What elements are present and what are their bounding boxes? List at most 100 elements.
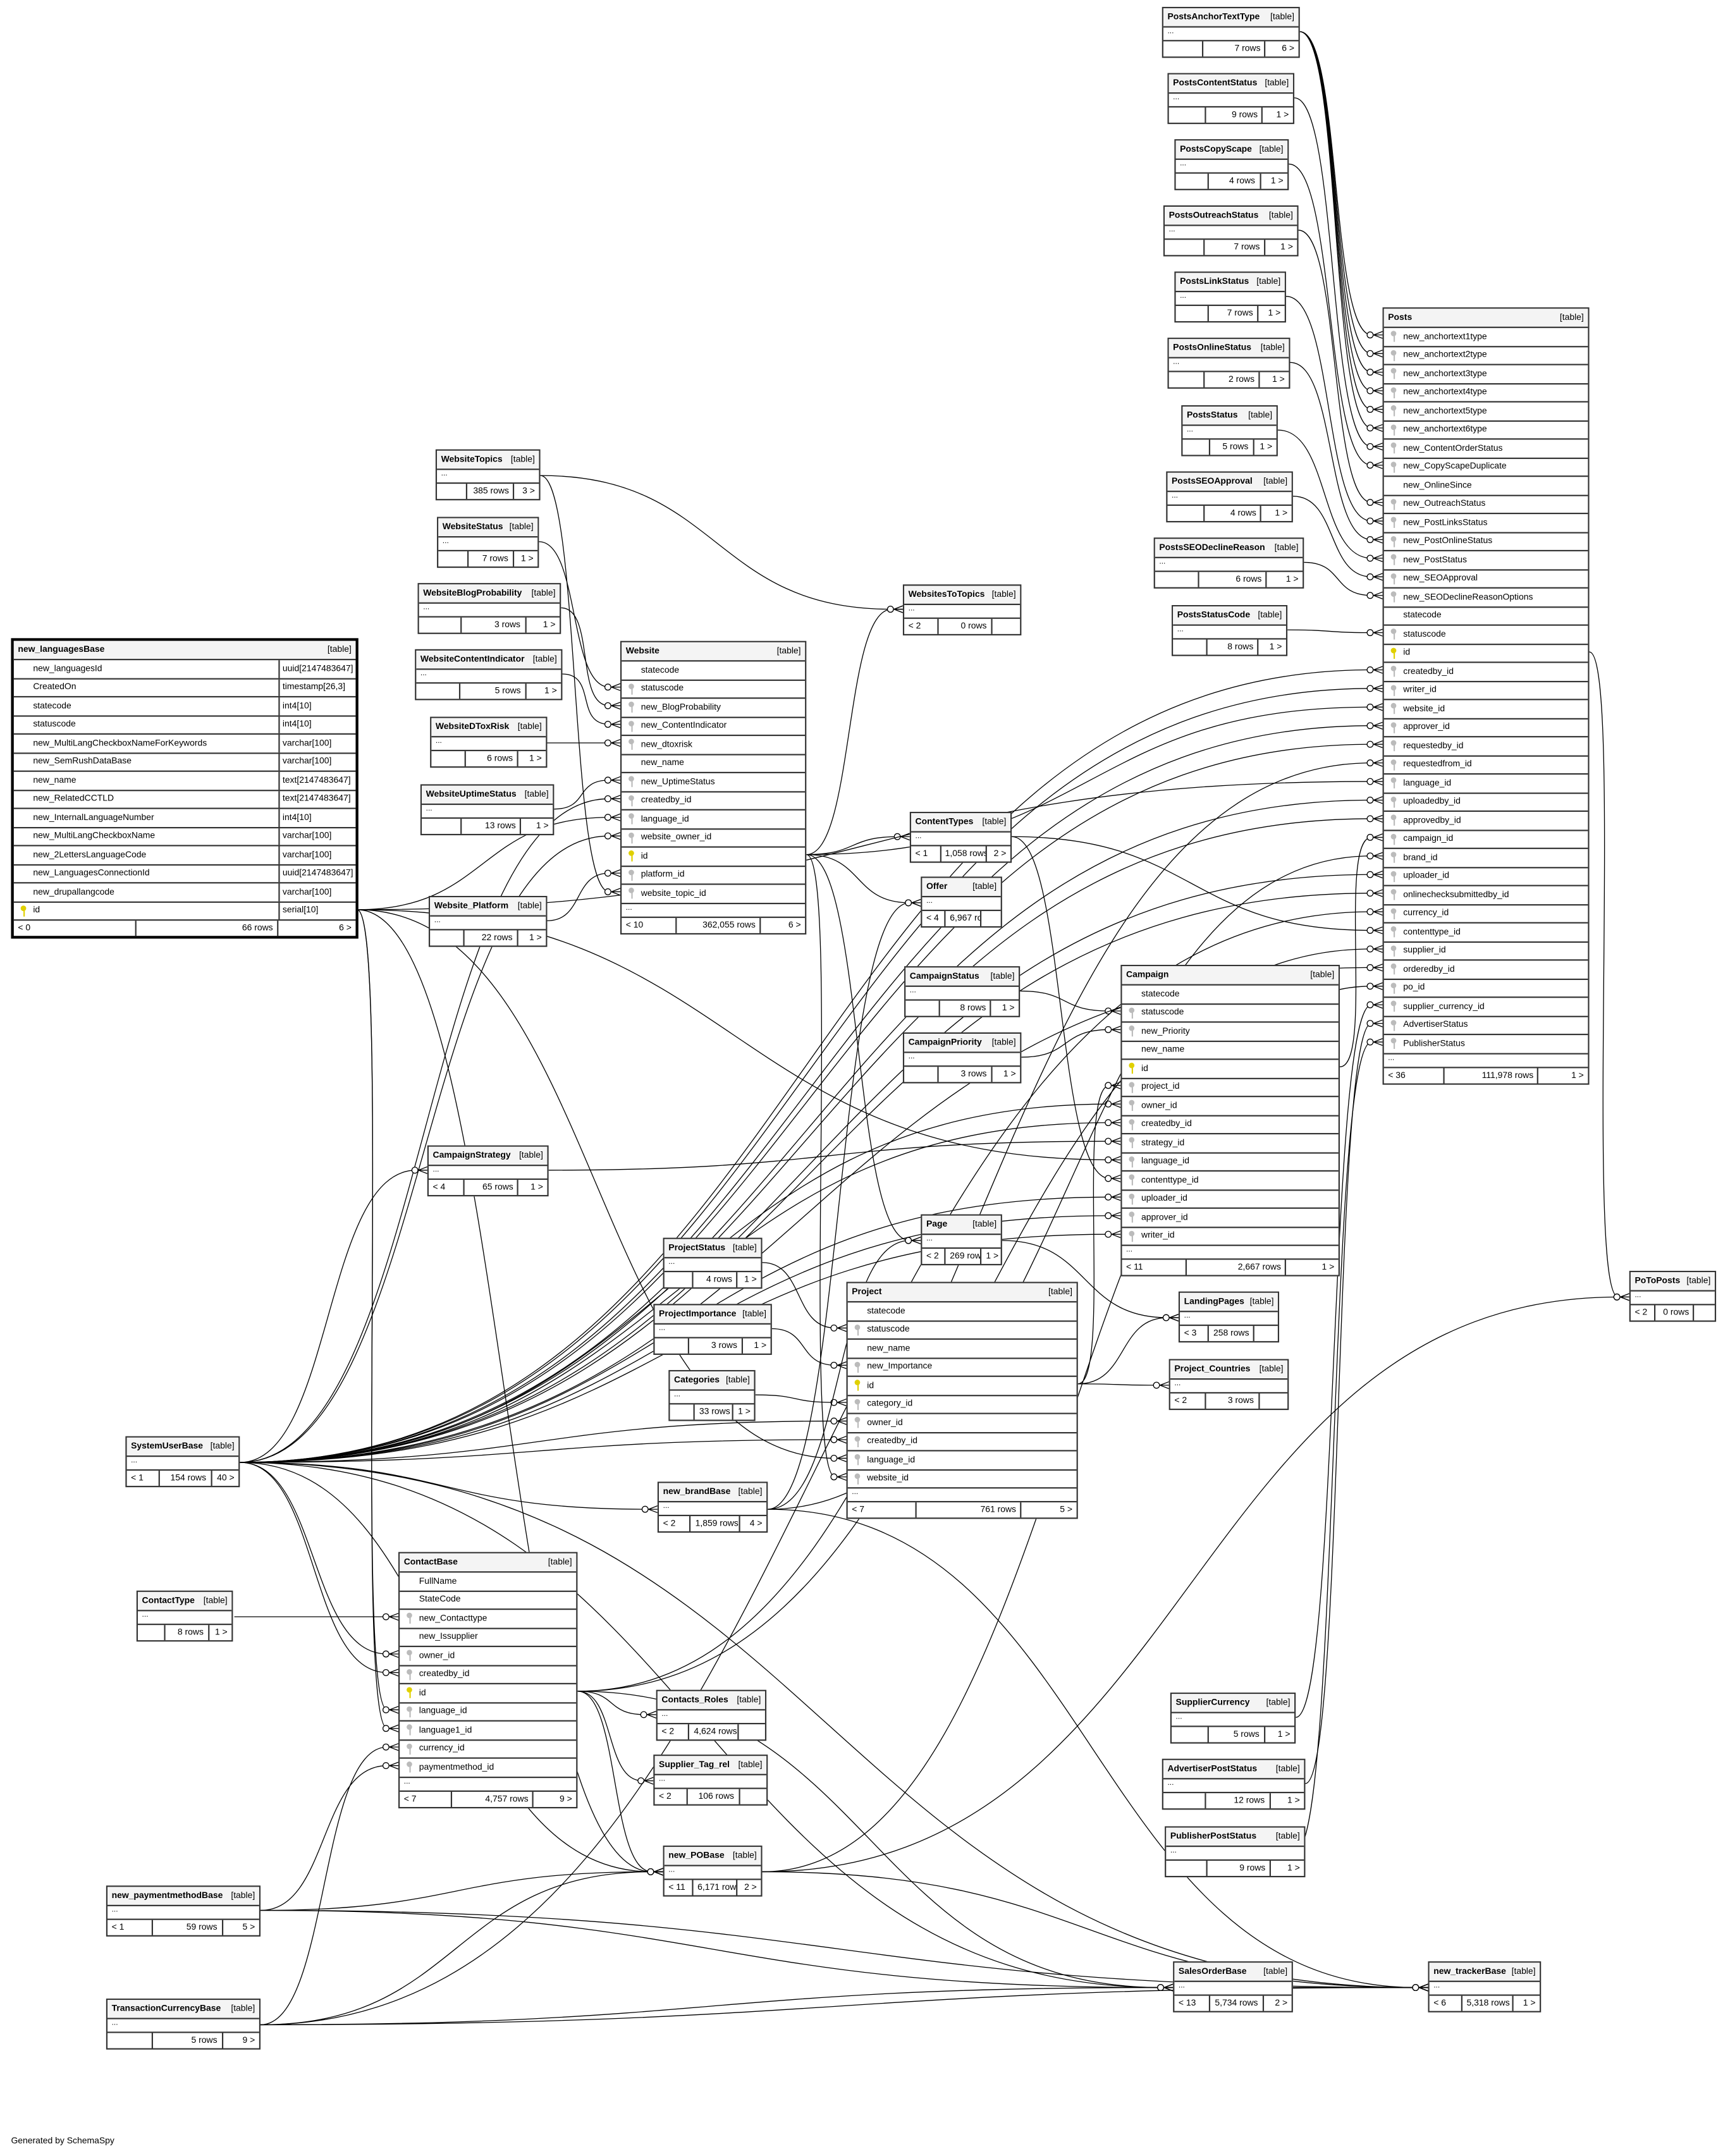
- column-row[interactable]: language_id: [1383, 775, 1588, 793]
- children-link[interactable]: [1695, 1305, 1715, 1320]
- table-header[interactable]: PostsStatusCode[table]: [1173, 606, 1286, 626]
- parents-link[interactable]: < 0: [14, 921, 137, 936]
- column-row[interactable]: PublisherStatus: [1383, 1035, 1588, 1054]
- table-header[interactable]: Contacts_Roles[table]: [657, 1691, 765, 1711]
- table-header[interactable]: LandingPages[table]: [1180, 1292, 1278, 1313]
- table-name[interactable]: Project_Countries: [1174, 1364, 1251, 1375]
- table-name[interactable]: SystemUserBase: [131, 1442, 203, 1452]
- column-row[interactable]: supplier_id: [1383, 942, 1588, 961]
- table-header[interactable]: WebsiteDToxRisk[table]: [431, 718, 546, 738]
- column-row[interactable]: uploadedby_id: [1383, 793, 1588, 812]
- column-row[interactable]: approvedby_id: [1383, 812, 1588, 831]
- column-row[interactable]: orderedby_id: [1383, 960, 1588, 979]
- parents-link[interactable]: [1163, 41, 1204, 57]
- column-row[interactable]: new_Contacttype: [400, 1610, 577, 1629]
- table-header[interactable]: new_brandBase[table]: [659, 1483, 767, 1503]
- parents-link[interactable]: [1176, 305, 1209, 321]
- table-name[interactable]: WebsiteBlogProbability: [423, 588, 522, 599]
- parents-link[interactable]: [138, 1625, 166, 1641]
- table-name[interactable]: PostsOutreachStatus: [1168, 211, 1259, 221]
- table-header[interactable]: PostsCopyScape[table]: [1175, 140, 1288, 160]
- table-name[interactable]: Offer: [926, 882, 948, 892]
- children-link[interactable]: 1 >: [214, 1627, 228, 1638]
- column-row[interactable]: owner_id: [847, 1414, 1077, 1433]
- children-link[interactable]: 3 >: [522, 486, 535, 496]
- table-header[interactable]: Website[table]: [622, 642, 806, 662]
- parents-link[interactable]: [438, 551, 469, 567]
- children-link[interactable]: 1 >: [1285, 575, 1299, 585]
- column-row[interactable]: statuscode: [847, 1321, 1077, 1340]
- table-header[interactable]: PostsLinkStatus[table]: [1175, 273, 1285, 293]
- column-row[interactable]: new_ContentIndicator: [622, 718, 806, 737]
- table-header[interactable]: WebsiteTopics[table]: [437, 450, 539, 470]
- children-link[interactable]: 2 >: [993, 848, 1007, 859]
- children-link[interactable]: 1 >: [520, 554, 534, 564]
- column-row[interactable]: id: [622, 848, 806, 867]
- parents-link[interactable]: [905, 1000, 940, 1016]
- table-name[interactable]: WebsiteUptimeStatus: [426, 790, 517, 800]
- column-row[interactable]: uploader_id: [1122, 1190, 1339, 1209]
- table-name[interactable]: CampaignStatus: [909, 971, 979, 982]
- column-row[interactable]: owner_id: [1122, 1097, 1339, 1116]
- table-header[interactable]: ContentTypes[table]: [911, 813, 1010, 833]
- table-header[interactable]: Website_Platform[table]: [430, 897, 546, 917]
- table-name[interactable]: ContactBase: [403, 1557, 458, 1567]
- table-name[interactable]: Supplier_Tag_rel: [659, 1760, 730, 1770]
- column-row[interactable]: website_id: [1383, 700, 1588, 719]
- table-name[interactable]: PostsContentStatus: [1173, 78, 1258, 89]
- table-header[interactable]: ProjectImportance[table]: [654, 1305, 771, 1325]
- children-link[interactable]: 4 >: [749, 1519, 763, 1529]
- column-row[interactable]: FullName: [400, 1572, 577, 1591]
- children-link[interactable]: 40 >: [217, 1473, 235, 1483]
- children-link[interactable]: [739, 1724, 765, 1739]
- table-offer[interactable]: Offer[table]...< 46,967 rows: [921, 876, 1002, 928]
- children-link[interactable]: 1 >: [1523, 1999, 1536, 2009]
- column-row[interactable]: contenttype_id: [1122, 1172, 1339, 1191]
- children-link[interactable]: [1260, 1393, 1287, 1409]
- table-header[interactable]: PostsStatus[table]: [1182, 407, 1277, 426]
- parents-link[interactable]: [1166, 1861, 1208, 1876]
- column-row[interactable]: requestedby_id: [1383, 737, 1588, 756]
- table-name[interactable]: Categories: [674, 1375, 720, 1385]
- column-row[interactable]: createdby_id: [847, 1433, 1077, 1452]
- column-row[interactable]: id: [400, 1684, 577, 1703]
- column-row[interactable]: contenttype_id: [1383, 924, 1588, 943]
- column-row[interactable]: owner_id: [400, 1647, 577, 1666]
- column-row[interactable]: approver_id: [1383, 719, 1588, 738]
- parents-link[interactable]: [416, 683, 460, 699]
- column-row[interactable]: approver_id: [1122, 1209, 1339, 1228]
- table-header[interactable]: WebsiteBlogProbability[table]: [419, 584, 560, 604]
- table-name[interactable]: new_paymentmethodBase: [111, 1890, 223, 1901]
- table-header[interactable]: Offer[table]: [922, 878, 1001, 898]
- table-header[interactable]: new_trackerBase[table]: [1429, 1963, 1540, 1982]
- table-name[interactable]: PostsSEOApproval: [1172, 477, 1253, 487]
- column-row[interactable]: platform_id: [622, 866, 806, 885]
- parents-link[interactable]: [1167, 506, 1205, 522]
- children-link[interactable]: 1 >: [1280, 242, 1293, 252]
- column-row[interactable]: new_anchortext3type: [1383, 365, 1588, 384]
- parents-link[interactable]: < 4: [429, 1180, 465, 1196]
- column-row[interactable]: onlinechecksubmittedby_id: [1383, 886, 1588, 905]
- column-row[interactable]: website_owner_id: [622, 829, 806, 848]
- column-row[interactable]: project_id: [1122, 1079, 1339, 1098]
- column-row[interactable]: id: [1383, 644, 1588, 663]
- parents-link[interactable]: [670, 1404, 696, 1420]
